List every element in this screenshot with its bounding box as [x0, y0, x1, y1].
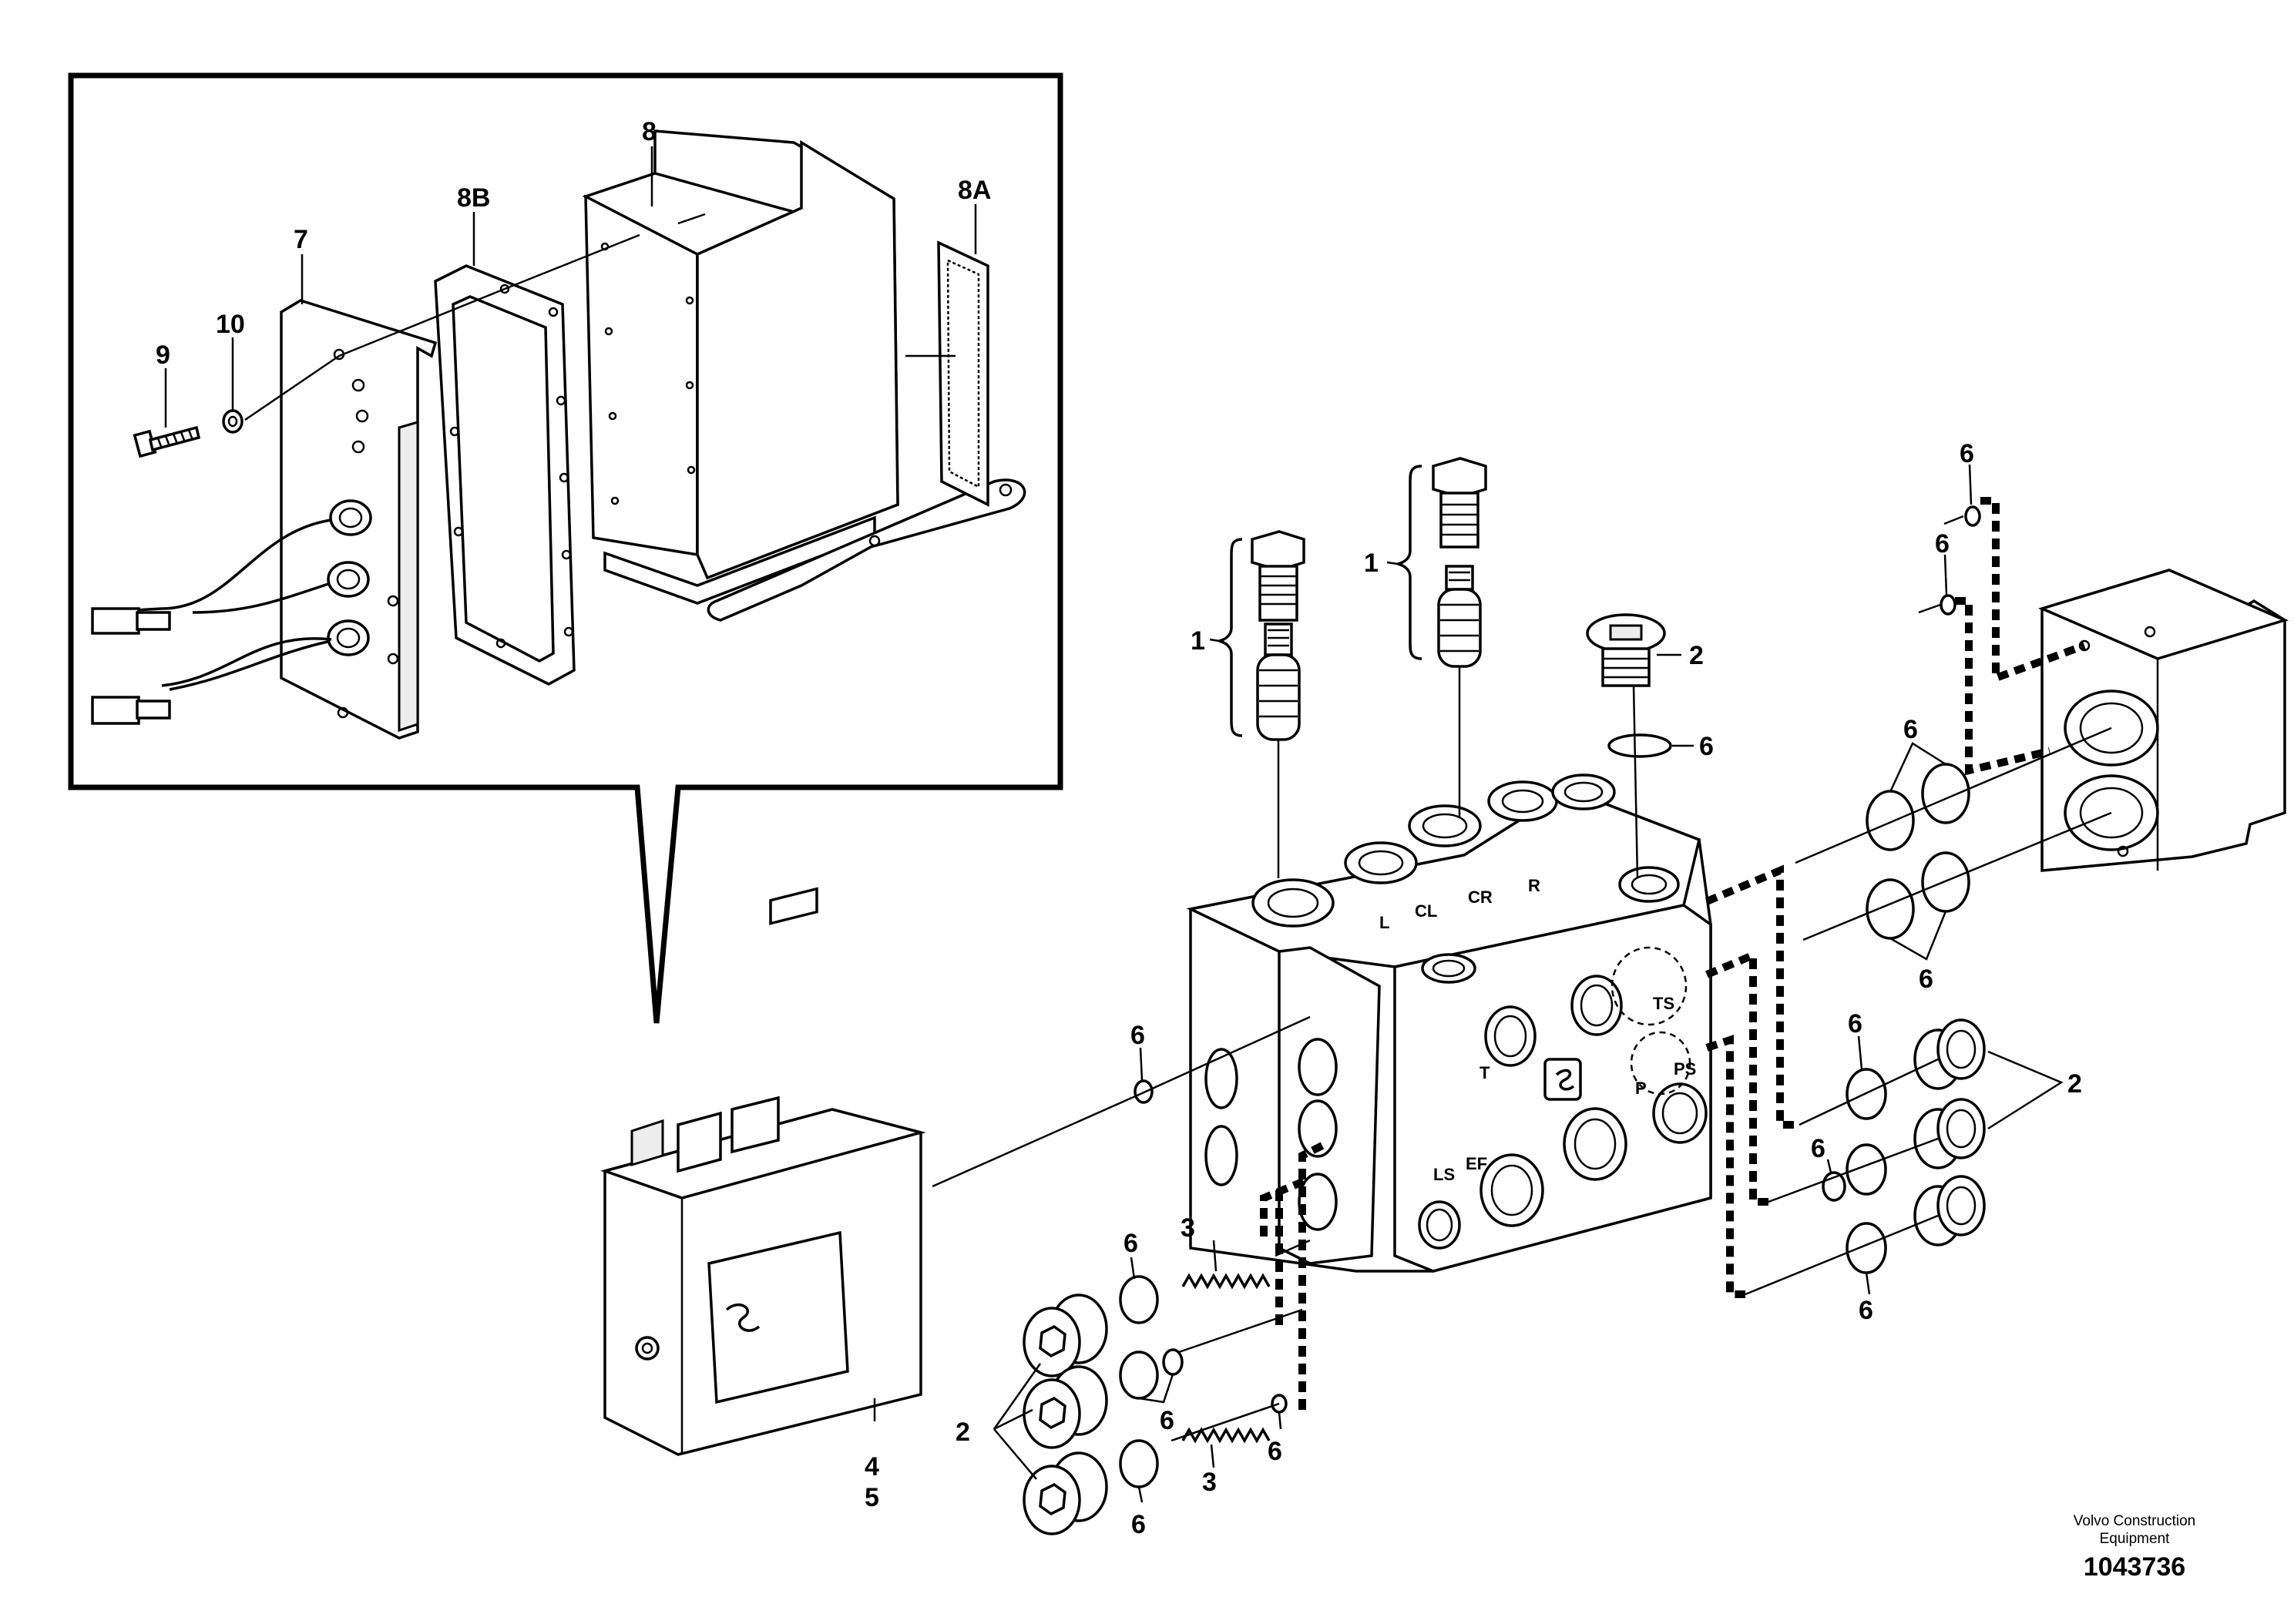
o-ring [1866, 790, 1915, 851]
callout-5: 5 [865, 1483, 879, 1512]
port-boss [1618, 866, 1680, 903]
callout-6: 6 [1919, 965, 1933, 994]
detail-inset: 9 10 7 8B 8 8A [68, 72, 1063, 1024]
end-plate [2037, 569, 2289, 872]
port-label-r: R [1528, 876, 1540, 895]
o-ring [1846, 1143, 1887, 1196]
doc-number: 1043736 [2084, 1552, 2185, 1582]
callout-10: 10 [216, 310, 245, 339]
callout-2: 2 [2067, 1069, 2082, 1099]
housing [582, 129, 1026, 622]
port-label-ls: LS [1433, 1165, 1455, 1184]
washer [222, 409, 244, 434]
callout-7: 7 [294, 225, 308, 254]
valve-block: L CL CR R T TS P PS LS EF [1186, 773, 1712, 1273]
port-boss [1344, 841, 1418, 884]
port-boss [1421, 953, 1476, 984]
callout-1: 1 [1364, 549, 1379, 578]
callout-6: 6 [1960, 439, 1974, 468]
callout-6: 6 [1123, 1229, 1138, 1258]
o-ring [1134, 1079, 1154, 1104]
port-label-ts: TS [1653, 994, 1674, 1013]
credit-block: Volvo Construction Equipment 1043736 [2074, 1513, 2195, 1582]
credit-line-1: Volvo Construction [2074, 1513, 2195, 1529]
port-label-p: P [1635, 1079, 1647, 1098]
callout-6: 6 [1699, 732, 1714, 761]
port-boss [1487, 780, 1558, 822]
callout-2: 2 [956, 1418, 970, 1447]
callout-3: 3 [1202, 1468, 1217, 1497]
port-label-ps: PS [1674, 1059, 1696, 1079]
control-unit: 4 5 [600, 887, 926, 1512]
spring [1181, 1427, 1271, 1444]
connector-plug [327, 561, 370, 598]
callout-6: 6 [1131, 1510, 1146, 1539]
port-boss [1251, 878, 1335, 928]
o-ring [1162, 1348, 1184, 1376]
callout-6: 6 [1935, 529, 1950, 559]
manufacturer-logo [1543, 1058, 1582, 1101]
o-ring [1866, 878, 1915, 940]
cable-plug [91, 696, 171, 725]
callout-6: 6 [1903, 715, 1918, 744]
callout-9: 9 [156, 341, 170, 370]
port-boss [1551, 773, 1616, 810]
plug [1913, 1018, 1986, 1090]
callout-2: 2 [1689, 641, 1704, 670]
connector-plate [91, 299, 438, 740]
o-ring [1846, 1222, 1887, 1274]
bolt [133, 425, 201, 458]
seal-frame [937, 240, 989, 507]
callout-4: 4 [865, 1452, 879, 1481]
plug [1913, 1175, 1986, 1247]
o-ring [1822, 1171, 1846, 1202]
o-ring [1119, 1275, 1159, 1324]
plug [1913, 1098, 1986, 1169]
plug [1023, 1365, 1108, 1449]
o-ring [1940, 594, 1956, 616]
callout-8b: 8B [457, 183, 490, 213]
plug: 2 [1586, 613, 1704, 879]
callout-8a: 8A [958, 176, 991, 205]
o-ring [1964, 505, 1981, 527]
port-label-l: L [1379, 913, 1389, 932]
connector-plug [329, 499, 372, 536]
callout-6: 6 [1268, 1437, 1282, 1466]
relief-valve: 1 [1191, 530, 1305, 878]
callout-3: 3 [1181, 1213, 1195, 1243]
callout-6: 6 [1859, 1296, 1873, 1325]
plug [1023, 1293, 1108, 1377]
spring [1181, 1273, 1271, 1290]
port-label-cr: CR [1468, 887, 1493, 907]
o-ring [1119, 1439, 1159, 1488]
relief-valve: 1 [1364, 457, 1487, 817]
o-ring: 6 [1607, 732, 1714, 761]
port-boss [1408, 804, 1482, 847]
o-ring [1921, 763, 1970, 824]
o-ring [1119, 1351, 1159, 1400]
callout-6: 6 [1811, 1134, 1825, 1163]
port-label-cl: CL [1415, 901, 1437, 921]
callout-8: 8 [642, 117, 657, 146]
callout-6: 6 [1848, 1009, 1862, 1038]
gasket [434, 264, 576, 686]
port-label-ef: EF [1466, 1154, 1487, 1173]
port-label-t: T [1480, 1063, 1490, 1082]
callout-1: 1 [1191, 626, 1205, 656]
credit-line-2: Equipment [2100, 1531, 2171, 1547]
callout-6: 6 [1130, 1021, 1145, 1050]
cable-plug [91, 607, 171, 635]
connector-plug [327, 619, 370, 656]
plug [1023, 1451, 1108, 1535]
o-ring [1846, 1068, 1887, 1120]
callout-6: 6 [1160, 1406, 1174, 1435]
